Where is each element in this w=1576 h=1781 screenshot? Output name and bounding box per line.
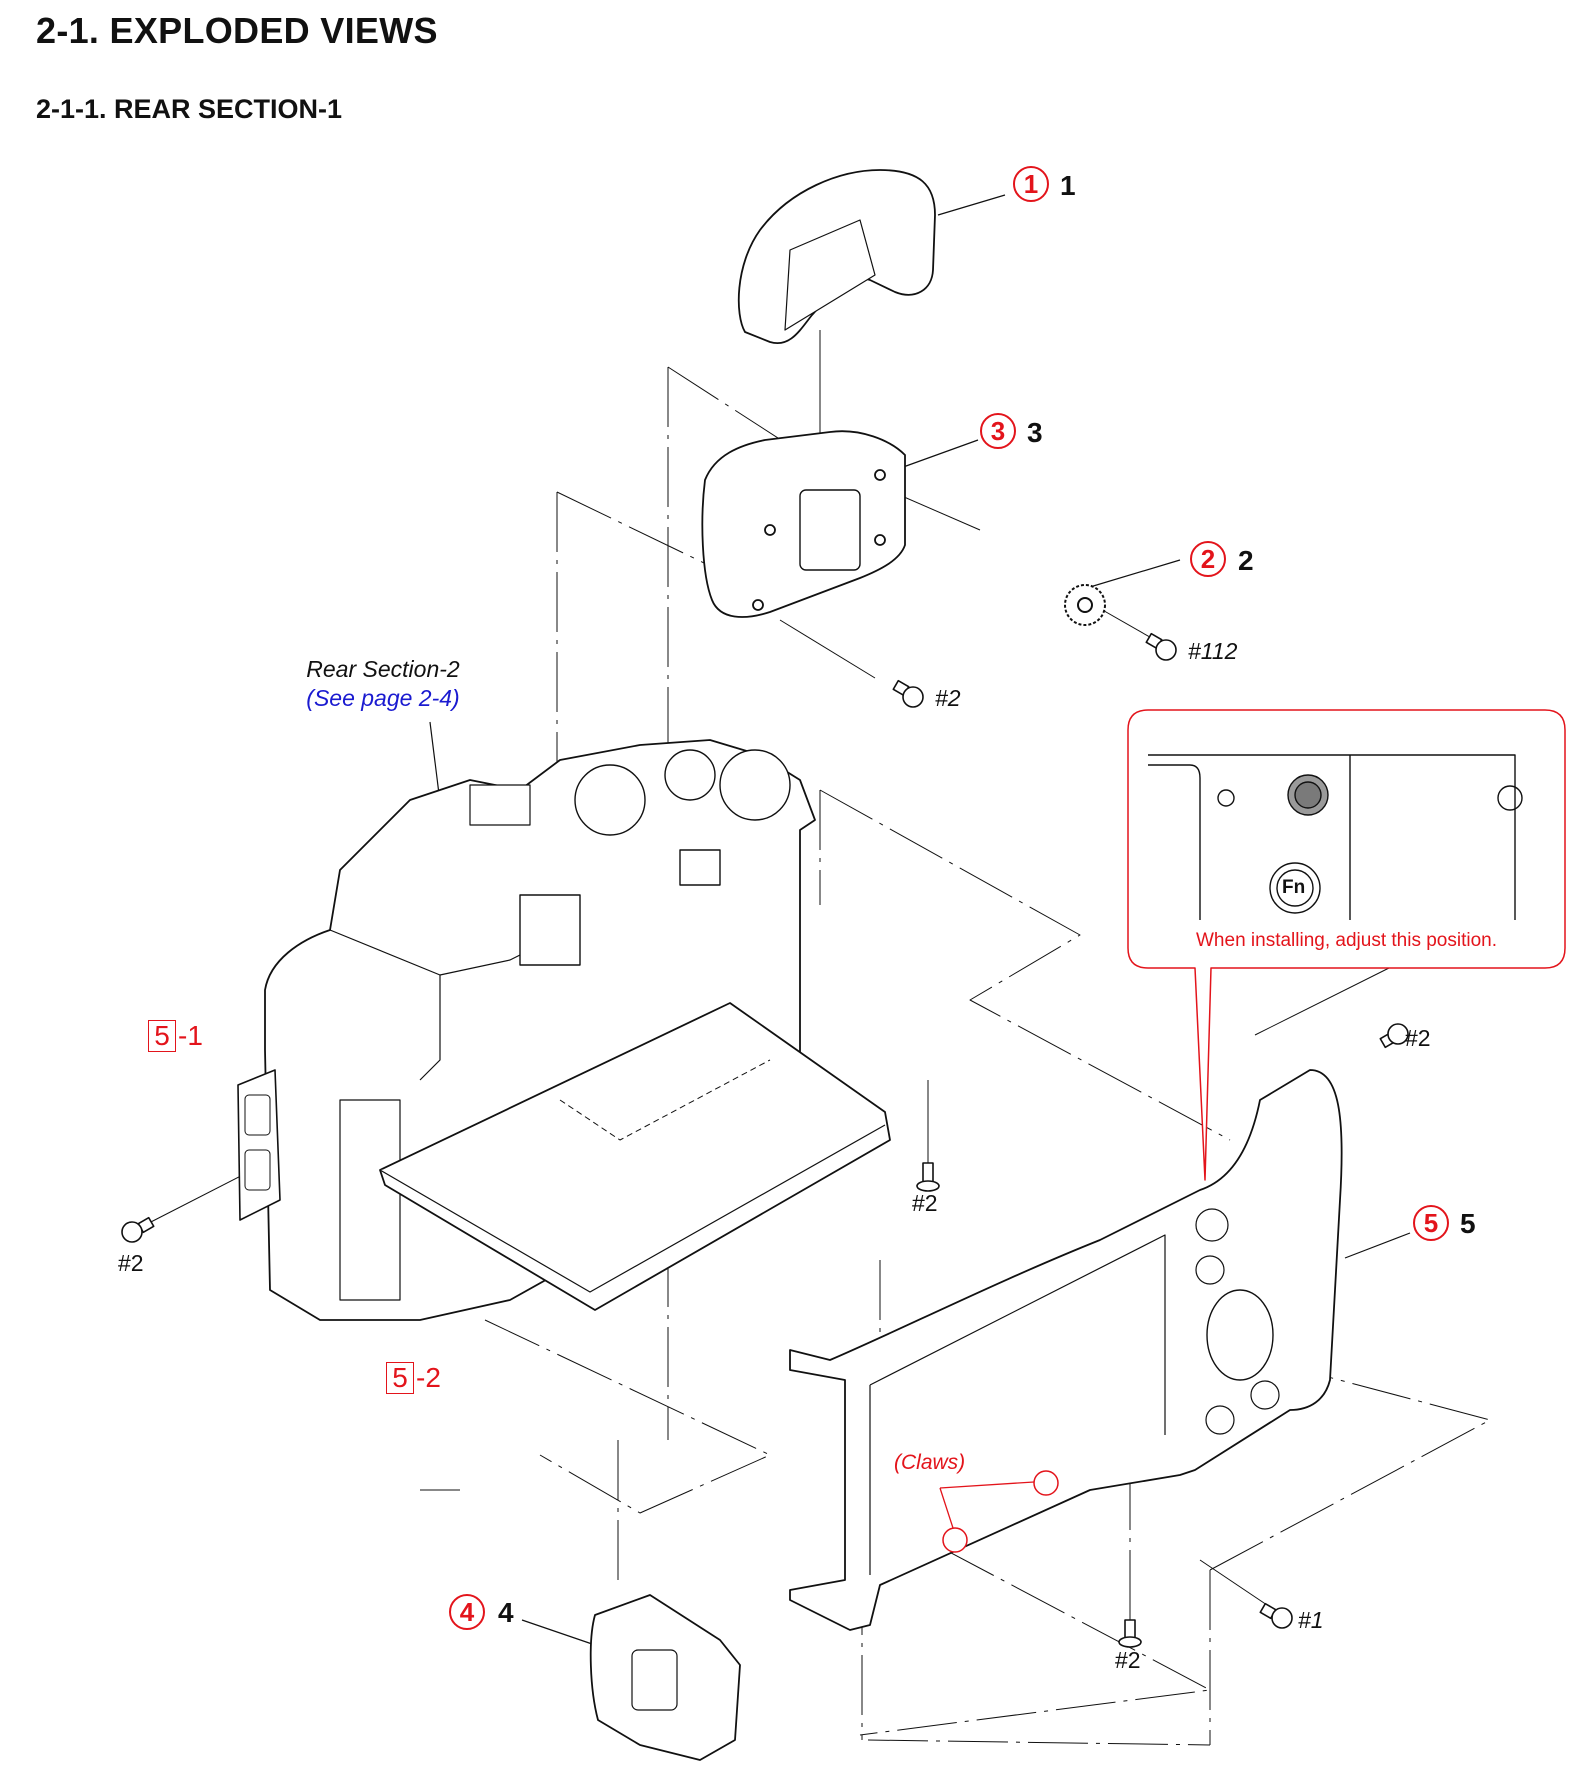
- part-number-1: 1: [1060, 170, 1076, 201]
- screw-label-2-top-right: #2: [1405, 1025, 1431, 1051]
- sub-part-5-2-label: 5 -2: [386, 1362, 441, 1394]
- ref-circle-3: 3: [980, 413, 1016, 449]
- sub-part-5-2-ref: 5: [386, 1362, 414, 1394]
- sub-part-5-1-label: 5 -1: [148, 1020, 203, 1052]
- screw-2-top-right-icon: [1379, 1023, 1409, 1049]
- part-number-3: 3: [1027, 417, 1043, 448]
- part-number-2: 2: [1238, 545, 1254, 576]
- leader-lines: [429, 194, 1411, 1646]
- part-2-dial: [1064, 584, 1106, 626]
- reference-section-name: Rear Section-2: [306, 656, 460, 682]
- screw-2-eyepiece-icon: [892, 679, 924, 708]
- screw-2-bottom-icon: [1118, 1619, 1142, 1648]
- ref-circle-5: 5: [1413, 1205, 1449, 1241]
- ref-circle-2: 2: [1190, 541, 1226, 577]
- section-title: 2-1-1. REAR SECTION-1: [36, 94, 343, 124]
- screw-label-112: #112: [1188, 638, 1238, 664]
- claws-label: (Claws): [894, 1451, 966, 1474]
- screw-icons: [121, 632, 1409, 1648]
- part-1-eyecup: [737, 169, 936, 345]
- part-5-1-terminal-cover: [237, 1069, 281, 1221]
- screw-label-2-lcd: #2: [912, 1190, 938, 1216]
- part-5-rear-frame: [789, 1069, 1343, 1631]
- reference-page-link[interactable]: (See page 2-4): [306, 685, 460, 711]
- callout-note: When installing, adjust this position.: [1196, 930, 1497, 951]
- sub-part-5-2-suffix: -2: [416, 1362, 441, 1393]
- sub-part-5-1-ref: 5: [148, 1020, 176, 1052]
- part-3-eyepiece-frame: [701, 430, 906, 618]
- screw-label-1: #1: [1298, 1607, 1324, 1633]
- part-5-2-lcd-panel: [379, 1002, 891, 1311]
- screw-2-lcd-icon: [916, 1162, 940, 1192]
- screw-label-2-left: #2: [118, 1250, 144, 1276]
- screw-label-2-eyepiece: #2: [935, 685, 961, 711]
- rear-section-2-reference: Rear Section-2 (See page 2-4): [283, 655, 483, 713]
- part-number-4: 4: [498, 1597, 514, 1628]
- screw-label-2-bottom: #2: [1115, 1647, 1141, 1673]
- part-number-5: 5: [1460, 1208, 1476, 1239]
- screw-112-icon: [1145, 632, 1177, 661]
- screw-2-left-icon: [121, 1216, 155, 1243]
- part-4-battery-cover: [589, 1594, 741, 1761]
- sub-part-5-1-suffix: -1: [178, 1020, 203, 1051]
- callout-box: [1127, 709, 1566, 1181]
- page-title: 2-1. EXPLODED VIEWS: [36, 10, 438, 51]
- fn-button-label: Fn: [1282, 877, 1306, 898]
- ref-circle-1: 1: [1013, 166, 1049, 202]
- ref-circle-4: 4: [449, 1594, 485, 1630]
- screw-1-icon: [1259, 1602, 1293, 1629]
